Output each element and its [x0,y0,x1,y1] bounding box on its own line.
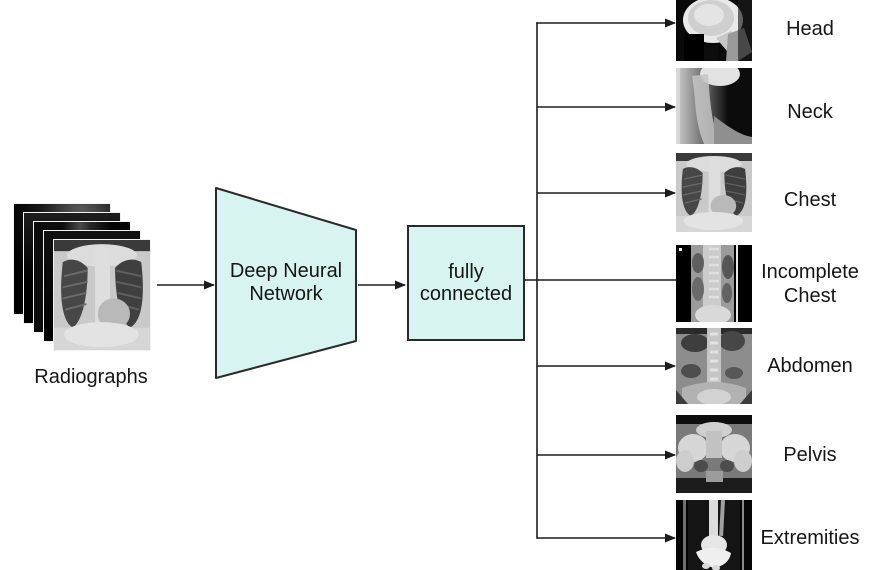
deep-neural-network-label: Deep Neural Network [229,260,343,305]
chest-xray-thumbnail [676,153,752,232]
incomplete-chest-xray-thumbnail [676,245,752,322]
deep-neural-network-node [215,187,357,379]
lateral-skull-xray-image [676,0,752,61]
output-label-abdomen: Abdomen [767,355,853,377]
head-xray-thumbnail [676,0,752,61]
output-label-pelvis: Pelvis [783,444,837,466]
output-label-incomplete-chest: Incomplete Chest [761,261,859,307]
output-label-neck: Neck [787,101,833,123]
pelvis-xray-thumbnail [676,415,752,493]
radiograph-front-layer [53,239,151,351]
output-label-chest: Chest [783,189,837,211]
partial-chest-xray-image [676,245,752,322]
pelvis-xray-image [676,415,752,493]
lateral-cervical-spine-xray-image [676,68,752,144]
neck-xray-thumbnail [676,68,752,144]
ankle-foot-xray-image [676,500,752,570]
radiographs-label: Radiographs [34,366,148,388]
chest-xray-image [54,240,150,350]
pa-chest-xray-image [676,153,752,232]
fully-connected-label: fully connected [419,261,513,305]
output-label-head: Head [786,18,834,40]
output-label-extremities: Extremities [760,527,860,549]
extremities-xray-thumbnail [676,500,752,570]
abdomen-xray-image [676,328,752,404]
abdomen-xray-thumbnail [676,328,752,404]
fully-connected-node: fully connected [407,225,525,341]
